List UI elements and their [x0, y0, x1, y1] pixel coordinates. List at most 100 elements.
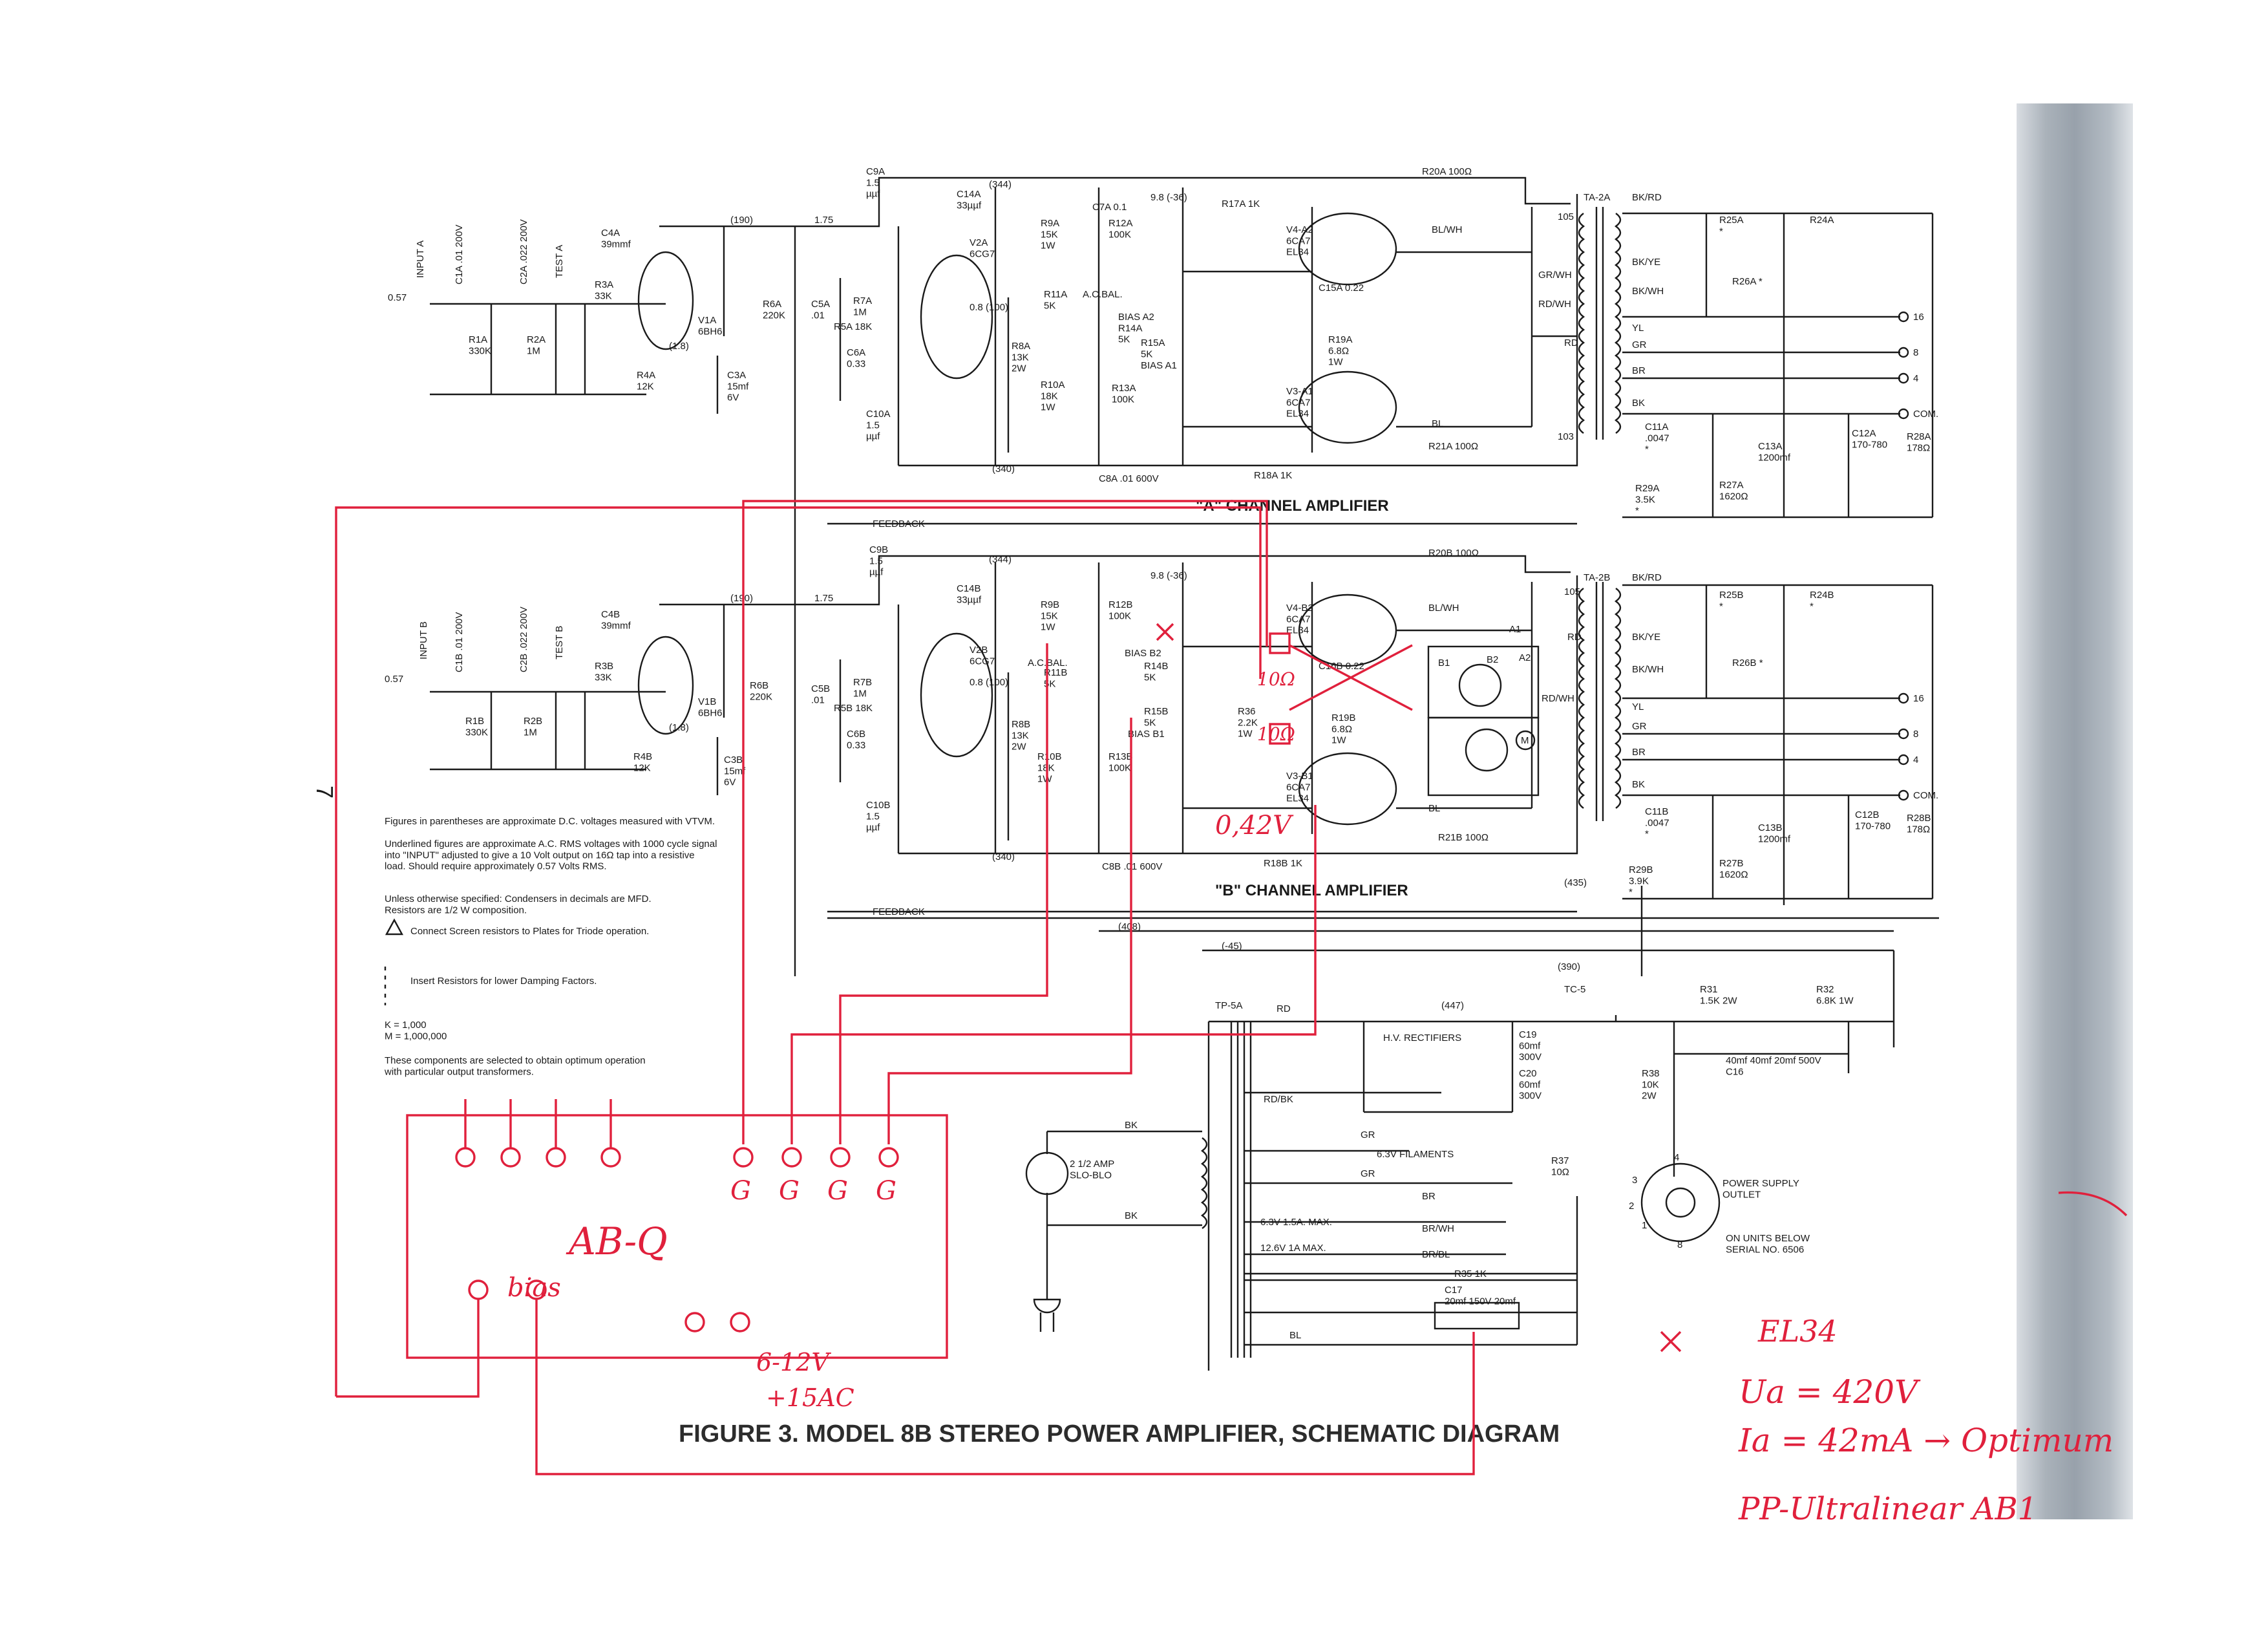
bias-b2-label: BIAS B2 — [1125, 648, 1161, 659]
c2a-label: C2A .022 200V — [518, 219, 529, 284]
v340-a-label: (340) — [992, 464, 1015, 475]
ta2a-bkrd-label: BK/RD — [1632, 192, 1662, 203]
v08-a-label: 0.8 (100) — [970, 302, 1008, 313]
input-level-a-label: 0.57 — [388, 292, 407, 303]
ta2a-105-label: 105 — [1558, 211, 1574, 222]
v447-label: (447) — [1441, 1000, 1464, 1011]
v390-label: (390) — [1558, 961, 1580, 972]
output-transformers — [1578, 207, 1934, 905]
v344-b-label: (344) — [989, 554, 1012, 565]
ta2a-bk-label: BK — [1632, 398, 1645, 409]
vacuum-tubes — [637, 212, 1397, 826]
c7a-label: C7A 0.1 — [1092, 202, 1127, 213]
r5a-label: R5A 18K — [834, 321, 872, 332]
pwr-bk2-label: BK — [1125, 1210, 1138, 1221]
out-b-8-label: 8 — [1913, 729, 1918, 740]
r25a-label: R25A* — [1719, 215, 1744, 237]
v08-b-label: 0.8 (100) — [970, 677, 1008, 688]
r20a-label: R20A 100Ω — [1422, 166, 1472, 177]
v344-a-label: (344) — [989, 179, 1012, 190]
feedback-b-label: FEEDBACK — [873, 906, 925, 917]
v190-a-label: (190) — [730, 215, 753, 226]
ta2b-rdwh-label: RD/WH — [1542, 693, 1574, 704]
test-b-label: TEST B — [554, 626, 565, 659]
tp5a-label: TP-5A — [1215, 1000, 1243, 1011]
ta2a-rdwh-label: RD/WH — [1538, 299, 1571, 310]
out-b-16-label: 16 — [1913, 693, 1924, 704]
ta2b-rd-label: RD — [1567, 632, 1582, 643]
operating-mode-label: PP-Ultralinear AB1 — [1738, 1491, 2037, 1527]
channel-b-title: "B" CHANNEL AMPLIFIER — [1215, 882, 1408, 899]
bias-b1-label: BIAS B1 — [1128, 729, 1165, 740]
ta2b-br-label: BR — [1632, 747, 1646, 758]
ta2b-bkwh-label: BK/WH — [1632, 664, 1664, 675]
c8a-label: C8A .01 600V — [1099, 473, 1159, 484]
red-annotation-text: AB-Q bias G G G G 6-12V +15AC 10Ω 10Ω 0,… — [507, 669, 2114, 1527]
c5b-label: C5B.01 — [811, 683, 830, 705]
c5a-label: C5A.01 — [811, 299, 830, 321]
meter-b2-label: B2 — [1487, 654, 1498, 665]
bias-voltage-label: 0,42V — [1215, 811, 1294, 840]
pwr-gr1-label: GR — [1361, 1129, 1375, 1140]
input-level-b-label: 0.57 — [385, 674, 403, 685]
abq-label: AB-Q — [566, 1219, 668, 1263]
page-marker: 7 — [312, 786, 338, 798]
notes-legend-symbols — [384, 918, 404, 1005]
supply-6-12v-label: 6-12V — [756, 1348, 831, 1376]
pin-4-label: 4 — [1674, 1152, 1679, 1163]
pwr-gr2-label: GR — [1361, 1168, 1375, 1179]
note-damping: Insert Resistors for lower Damping Facto… — [410, 976, 597, 987]
ta2b-bl-label: BL — [1428, 803, 1440, 814]
vm45-label: (-45) — [1222, 941, 1242, 952]
grid-1-label: G — [730, 1176, 751, 1206]
test-a-label: TEST A — [554, 245, 565, 278]
v9836-a-label: 9.8 (-36) — [1150, 192, 1187, 203]
scan-edge-shadow — [2017, 103, 2133, 1519]
grid-4-label: G — [876, 1176, 896, 1206]
r26b-label: R26B * — [1732, 658, 1763, 669]
ta2b-yl-label: YL — [1632, 701, 1644, 712]
v18-b-label: (1.8) — [669, 722, 689, 733]
note-dc-voltages: Figures in parentheses are approximate D… — [385, 816, 715, 827]
figure-caption: FIGURE 3. MODEL 8B STEREO POWER AMPLIFIE… — [679, 1420, 1560, 1448]
meter-a1-label: A1 — [1509, 624, 1521, 635]
c8b-label: C8B .01 600V — [1102, 861, 1162, 872]
w63-label: 6.3V 1.5A. MAX. — [1260, 1217, 1332, 1228]
v175-a-label: 1.75 — [814, 215, 833, 226]
bias-label: bias — [507, 1273, 561, 1303]
